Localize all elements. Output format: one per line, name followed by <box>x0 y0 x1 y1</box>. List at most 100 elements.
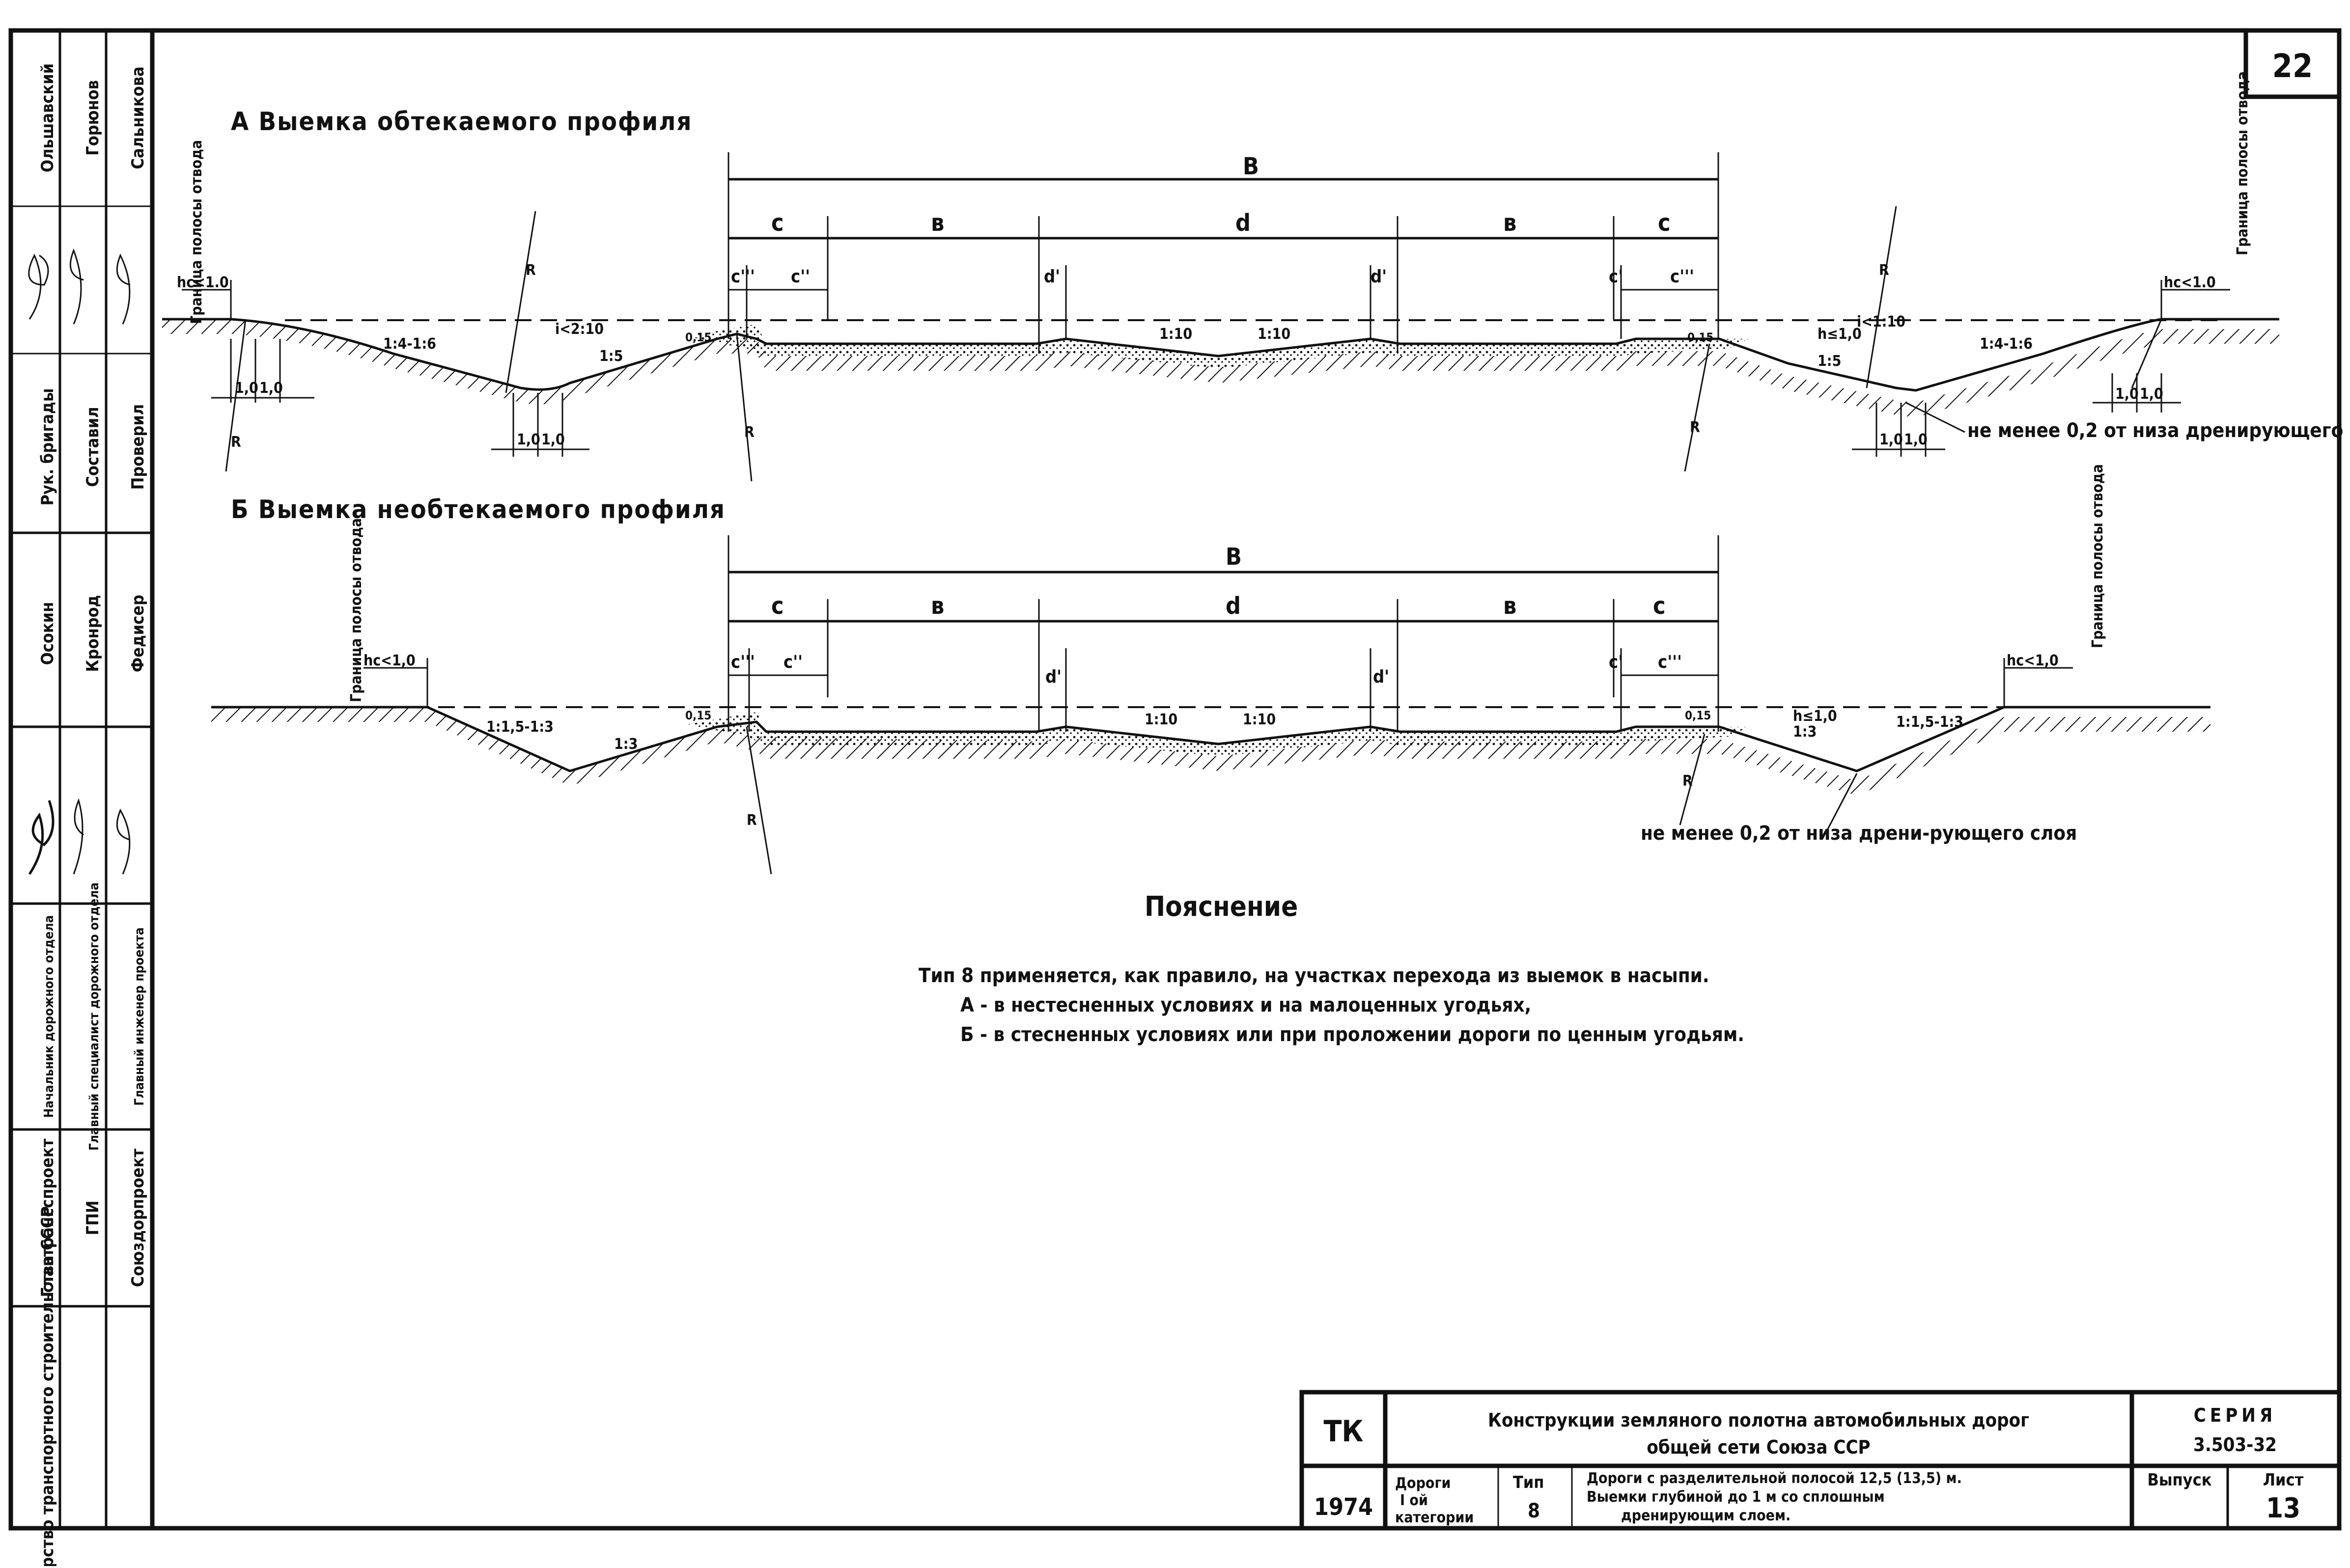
org-ministry: Министерство транспортного строительства… <box>38 1206 57 1566</box>
stamp-title-1: Конструкции земляного полотна автомобиль… <box>1488 1409 2029 1431</box>
signature-6 <box>116 253 131 325</box>
stamp-type-label: Тип <box>1513 1473 1544 1492</box>
r-label-a1: R <box>526 262 536 279</box>
dim-c3-right-b: c''' <box>1658 652 1682 672</box>
r-label-a3: R <box>744 424 755 441</box>
dim-10-a4: 1,0 <box>541 431 565 448</box>
slope-small-right: i<1:10 <box>1857 313 1905 330</box>
dim-10-a3: 1,0 <box>517 431 540 448</box>
dim-d: d <box>1235 209 1251 237</box>
signature-1 <box>28 800 55 875</box>
hc-left-b: hс<1,0 <box>364 652 416 669</box>
hc-left: hс<1.0 <box>177 274 229 291</box>
dim-c3-left-b: c''' <box>731 652 755 672</box>
slope-inner-right-b: 1:3 <box>1793 723 1817 741</box>
role-head-department: Начальник дорожного отдела <box>42 915 56 1118</box>
hc-right-b: hс<1,0 <box>2007 652 2059 669</box>
stamp-sheet-value: 13 <box>2266 1492 2300 1524</box>
title-stamp: ТК 1974 Конструкции земляного полотна ав… <box>1299 1390 2342 1531</box>
explanation-block: Пояснение Тип 8 применяется, как правило… <box>919 891 1744 1046</box>
slope-inner-left-b: 1:3 <box>614 736 638 753</box>
dim-b-left-b: в <box>931 592 944 620</box>
stamp-type-value: 8 <box>1528 1500 1540 1522</box>
dim-b-left: в <box>931 209 944 237</box>
stamp-desc-3: дренирующим слоем. <box>1621 1507 1790 1524</box>
dim-b-right: в <box>1503 209 1516 237</box>
stamp-title-2: общей сети Союза ССР <box>1647 1436 1870 1458</box>
org-gpi: ГПИ <box>83 1201 103 1236</box>
explanation-line3: Б - в стесненных условиях или при пролож… <box>960 1023 1744 1046</box>
dim-b-label-b: B <box>1226 543 1242 571</box>
dim-c-left-b: c <box>771 592 784 620</box>
role-checked: Проверил <box>128 404 148 490</box>
dim-c1-right: c' <box>1609 267 1623 287</box>
org-main: Главтрансспроект <box>38 1138 57 1297</box>
stamp-roads: Дороги <box>1395 1475 1451 1492</box>
stamp-code: ТК <box>1324 1414 1364 1449</box>
section-a-drainage-layer <box>688 324 1749 368</box>
slope-cross-right: 1:10 <box>1258 326 1290 343</box>
section-b-drainage-layer <box>688 712 1749 756</box>
name-salnikova: Сальникова <box>128 66 148 169</box>
h-right-b: h≤1,0 <box>1793 708 1837 725</box>
slope-outer-left-b: 1:1,5-1:3 <box>486 718 554 736</box>
thickness-right: 0,15 <box>1687 330 1713 344</box>
role-brigade-head: Рук. бригады <box>38 388 57 505</box>
explanation-heading: Пояснение <box>1145 891 1298 923</box>
dim-d-b: d <box>1226 592 1241 620</box>
role-chief-engineer: Главный инженер проекта <box>132 927 147 1105</box>
sheet-number-box <box>2243 28 2342 99</box>
slope-outer-right-b: 1:1,5-1:3 <box>1896 714 1963 731</box>
note-right-b: не менее 0,2 от низа дрени-рующего слоя <box>1641 822 2077 845</box>
dim-10-a6: 1,0 <box>1904 431 1928 448</box>
r-label-b2: R <box>1682 772 1693 790</box>
stamp-category: I ой <box>1400 1492 1428 1509</box>
slope-cross-right-b: 1:10 <box>1243 711 1276 728</box>
slope-inner-right: 1:5 <box>1818 353 1841 370</box>
dim-c-left: c <box>771 209 784 237</box>
section-a: А Выемка обтекаемого профиля B c в d в c… <box>162 71 2350 482</box>
explanation-line1: Тип 8 применяется, как правило, на участ… <box>919 964 1709 987</box>
boundary-left-b: Граница полосы отвода <box>348 518 365 702</box>
dim-10-a8: 1,0 <box>2140 385 2163 403</box>
stamp-series-value: 3.503-32 <box>2193 1434 2277 1456</box>
name-olshavsky: Ольшавский <box>38 63 57 172</box>
stamp-desc-2: Выемки глубиной до 1 м со сплошным <box>1587 1488 1885 1506</box>
explanation-line2: А - в нестесненных условиях и на малоцен… <box>960 994 1531 1017</box>
sheet-number: 22 <box>2272 47 2313 85</box>
stamp-sheet-label: Лист <box>2263 1470 2304 1490</box>
dim-10-a5: 1,0 <box>1879 431 1903 448</box>
name-fediser: Федисер <box>128 595 148 672</box>
stamp-issue-label: Выпуск <box>2148 1470 2212 1490</box>
dim-d1-left: d' <box>1044 267 1060 287</box>
org-institute: Союздорпроект <box>128 1149 148 1287</box>
outer-frame <box>8 28 2342 1531</box>
h-right: h≤1,0 <box>1818 326 1862 343</box>
name-osokin: Осокин <box>38 602 57 665</box>
dim-c1-right-b: c' <box>1609 652 1623 672</box>
section-a-soil-hatch <box>162 319 2279 417</box>
dim-d1-right-b: d' <box>1373 667 1389 687</box>
slope-small-left: i<2:10 <box>555 321 604 338</box>
signature-3 <box>116 808 131 875</box>
slope-inner-left: 1:5 <box>599 348 623 365</box>
stamp-desc-1: Дороги с разделительной полосой 12,5 (13… <box>1587 1470 1962 1487</box>
dim-10-a2: 1,0 <box>259 380 283 397</box>
thickness-right-b: 0,15 <box>1685 709 1711 722</box>
name-kronrod: Кронрод <box>83 595 103 672</box>
slope-cross-left: 1:10 <box>1159 326 1192 343</box>
r-label-a4: R <box>1690 419 1700 436</box>
slope-cross-left-b: 1:10 <box>1145 711 1177 728</box>
name-goryunov: Горюнов <box>83 80 103 156</box>
section-a-title: А Выемка обтекаемого профиля <box>231 107 692 137</box>
r-label-a2: R <box>231 434 241 451</box>
stamp-category-label: категории <box>1395 1509 1474 1526</box>
dim-10-a7: 1,0 <box>2115 385 2139 403</box>
dim-d1-left-b: d' <box>1045 667 1062 687</box>
note-right-a: не менее 0,2 от низа дренирующего слоя <box>1967 419 2350 442</box>
stamp-year: 1974 <box>1314 1493 1373 1521</box>
section-b: Б Выемка необтекаемого профиля B c в d в… <box>211 464 2210 875</box>
boundary-left-a: Граница полосы отвода <box>188 140 205 324</box>
